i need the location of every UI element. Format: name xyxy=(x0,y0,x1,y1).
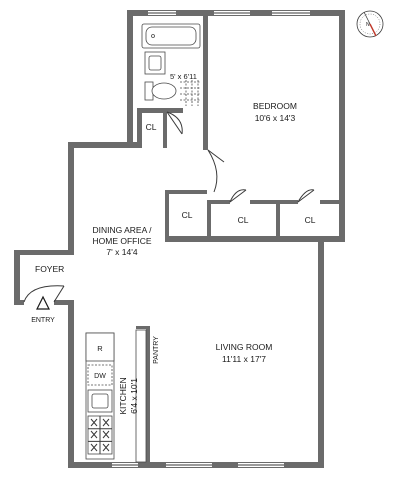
kitchen-name: KITCHEN xyxy=(118,377,128,414)
foyer-name: FOYER xyxy=(35,264,64,274)
refrigerator-label: R xyxy=(97,344,103,353)
bedroom-name: BEDROOM xyxy=(253,101,297,111)
dining-size: 7' x 14'4 xyxy=(106,247,137,257)
dishwasher-label: DW xyxy=(94,373,106,380)
closet-label-bath: CL xyxy=(146,122,157,132)
bath-tile-grid xyxy=(180,80,200,106)
living-size: 11'11 x 17'7 xyxy=(222,354,266,364)
compass-icon xyxy=(356,10,384,38)
bedroom-size: 10'6 x 14'3 xyxy=(255,113,296,123)
entry-name: ENTRY xyxy=(31,317,55,324)
compass-label: N xyxy=(366,22,370,28)
bath-size: 5' x 6'11 xyxy=(170,72,197,81)
doors xyxy=(23,111,315,303)
entry-arrow-icon xyxy=(36,295,50,310)
pantry-name: PANTRY xyxy=(153,336,160,364)
pantry-cabinet xyxy=(135,329,147,463)
exterior-walls xyxy=(14,10,345,468)
dining-name-line2: HOME OFFICE xyxy=(92,236,151,246)
dishwasher xyxy=(87,364,113,386)
closet-label-bed-left: CL xyxy=(238,215,249,225)
closet-label-dining: CL xyxy=(182,210,193,220)
closet-label-bed-right: CL xyxy=(305,215,316,225)
interior-walls xyxy=(136,10,345,468)
bathtub xyxy=(141,23,201,49)
toilet xyxy=(144,81,177,101)
living-name: LIVING ROOM xyxy=(216,342,273,352)
kitchen-sink xyxy=(87,389,113,413)
kitchen-size: 6'4 x 10'1 xyxy=(129,378,139,414)
stove xyxy=(87,415,113,455)
dining-name-line1: DINING AREA / xyxy=(92,225,152,235)
refrigerator xyxy=(85,332,115,362)
bath-sink xyxy=(144,51,166,75)
